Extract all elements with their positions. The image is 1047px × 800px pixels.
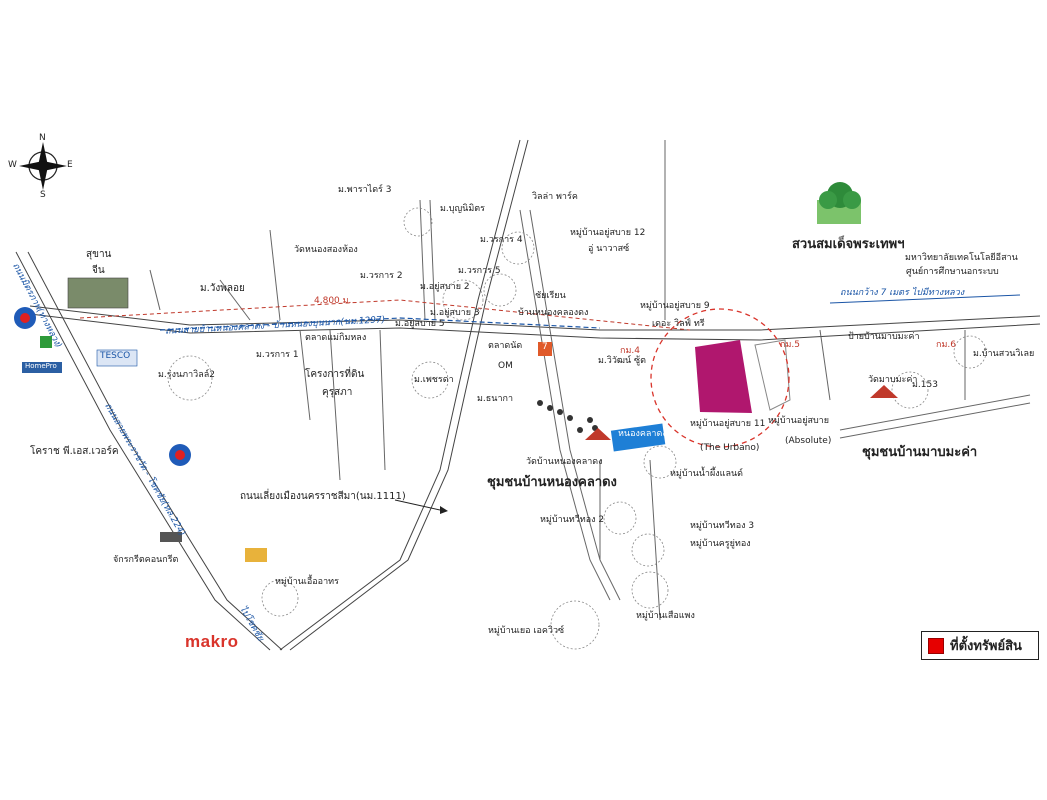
- label-village-thawithong3: หมู่บ้านทวีทอง 3: [690, 521, 755, 531]
- label-chakrakrit: จักรกรีตคอนกรีต: [113, 555, 179, 565]
- label-kurusapha: คุรุสภา: [322, 387, 353, 398]
- label-ban-nongkhaileng: บ้านหนองคลองดง: [518, 308, 589, 318]
- label-wat-mabmakha: วัดมาบมะค่า: [868, 375, 918, 385]
- label-village11: หมู่บ้านอยู่สบาย 11: [690, 419, 766, 429]
- label-community-mab: ชุมชนบ้านมาบมะค่า: [862, 445, 978, 460]
- label-homepro: HomePro: [25, 362, 57, 370]
- village-circles: [167, 207, 987, 650]
- temple-icon: [585, 428, 611, 440]
- label-project-land: โครงการที่ดิน: [305, 369, 365, 380]
- label-m-pharakai3: ม.พาราไดร์ 3: [338, 185, 392, 195]
- label-university2: ศูนย์การศึกษานอกระบบ: [906, 267, 999, 277]
- label-village-yusabaikhao: หมู่บ้านเอื้ออาทร: [275, 577, 339, 587]
- label-km6: กม.6: [936, 340, 956, 350]
- label-wat-nongsongkhong: วัดหนองสองห้อง: [294, 245, 358, 255]
- label-m-worakan1: ม.วรการ 1: [256, 350, 299, 360]
- bypass-arrowhead: [440, 506, 448, 514]
- road-1297-line: [159, 317, 601, 331]
- label-villa-park: วิลล่า พาร์ค: [532, 192, 578, 202]
- label-village-namphueng: หมู่บ้านน้ำผึ้งแลนด์: [670, 469, 743, 479]
- road-right-blue-line: [829, 294, 1021, 304]
- distance-line: [79, 299, 691, 331]
- fuel-station-icon-2: [169, 444, 191, 466]
- label-village9: หมู่บ้านอยู่สบาย 9: [640, 301, 710, 311]
- label-m-worakan5: ม.วรการ 5: [458, 266, 501, 276]
- seven-eleven-icon: [538, 342, 552, 356]
- label-village-phor: หมู่บ้านเยอ เอควิวซ์: [488, 626, 565, 636]
- label-talad-maenang: ตลาดแม่กิมหลง: [305, 333, 367, 343]
- label-m-yusabai2: ม.อยู่สบาย 2: [420, 282, 470, 292]
- temple-icon-2: [870, 385, 898, 398]
- label-m-thanaka: ม.ธนากา: [477, 394, 513, 404]
- label-km5: กม.5: [780, 340, 800, 350]
- label-m-worakan2: ม.วรการ 2: [360, 271, 403, 281]
- label-seven: 7: [542, 342, 548, 352]
- label-village-sueaphaeng: หมู่บ้านเสือแพง: [636, 611, 695, 621]
- secondary-roads: [149, 140, 1031, 621]
- label-absolute: (Absolute): [785, 436, 832, 446]
- label-chonrian: ชัยเรียน: [535, 291, 566, 301]
- label-wat-bannongkhaileng: วัดบ้านหนองคลาดง: [526, 457, 603, 467]
- label-bypass-road: ถนนเลี่ยงเมืองนครราชสีมา(นม.1111): [240, 491, 406, 502]
- legend-box: ที่ตั้งทรัพย์สิน: [921, 631, 1039, 660]
- label-sukhan: สุขาน: [86, 249, 112, 260]
- tree-dots: [537, 400, 598, 433]
- park-tree-icon: [817, 182, 861, 224]
- pond-nongkhaileng: [610, 423, 666, 452]
- fuel-station-icon: [14, 307, 36, 329]
- property-highlight-circle: [650, 308, 790, 448]
- label-road-blue-right: ถนนกว้าง 7 เมตร ไปมีทางหลวง: [840, 288, 965, 298]
- adjacent-parcel: [754, 339, 791, 411]
- label-dist-4800: 4,800 ม.: [314, 296, 352, 306]
- label-university1: มหาวิทยาลัยเทคโนโลยีอีสาน: [905, 253, 1018, 263]
- label-m-bunnimit: ม.บุญนิมิตร: [440, 204, 485, 214]
- label-km4: กม.4: [620, 346, 640, 356]
- label-village12: หมู่บ้านอยู่สบาย 12: [570, 228, 646, 238]
- label-th-view: เดอะ วิลฟ์ ทรี: [652, 319, 705, 329]
- property-parcel: [695, 340, 752, 413]
- compass-icon: [19, 142, 67, 190]
- green-store-icon: [40, 336, 52, 348]
- label-community-nong: ชุมชนบ้านหนองคลาดง: [487, 475, 617, 490]
- label-m-viwat: ม.วิวัฒน์ ซู้ต: [598, 356, 646, 366]
- label-chin: จีน: [92, 265, 105, 276]
- bypass-arrow: [394, 499, 441, 511]
- homepro-icon: [22, 362, 62, 373]
- label-m-yusabai3: ม.อยู่สบาย 3: [430, 308, 480, 318]
- compass-west: W: [8, 160, 17, 170]
- makro-logo: makro: [185, 632, 239, 651]
- label-suan-somdet: สวนสมเด็จพระเทพฯ: [792, 237, 905, 252]
- label-taladnat: ตลาดนัด: [488, 341, 523, 351]
- label-korat-ps: โคราช พี.เอส.เวอร์ค: [30, 446, 119, 457]
- label-m-yusabai5: ม.อยู่สบาย 5: [395, 319, 445, 329]
- label-village-thawithong2: หมู่บ้านทวีทอง 2: [540, 515, 605, 525]
- label-m-banswanwila: ม.บ้านสวนวิเลย: [973, 349, 1035, 359]
- label-u-nawas: อู่ นาวาสซ์: [588, 244, 630, 254]
- label-m-phetcharat: ม.เพชรดา: [414, 375, 454, 385]
- factory-icon: [160, 532, 182, 542]
- label-m-rungkanwela2: ม.รุ่งนภาวิลล์2: [158, 370, 215, 380]
- label-village-chaiyathong: หมู่บ้านครูยู่ทอง: [690, 539, 751, 549]
- label-the-urbano: (The Urbano): [700, 443, 760, 453]
- label-om: OM: [498, 361, 513, 371]
- legend-swatch: [928, 637, 944, 654]
- compass-south: S: [40, 190, 46, 200]
- label-wangphlo: ม.วังพลอย: [200, 283, 245, 294]
- label-m-153: ม.153: [912, 380, 938, 390]
- label-bus-stop: ป้ายบ้านมาบมะค่า: [848, 332, 920, 342]
- brand-logo-icon: [245, 548, 267, 562]
- label-tesco: TESCO: [100, 351, 131, 361]
- compass-east: E: [67, 160, 73, 170]
- photo-building: [67, 277, 129, 309]
- tesco-icon: [96, 349, 138, 367]
- label-village-absolute: หมู่บ้านอยู่สบาย: [768, 416, 829, 426]
- legend-label: ที่ตั้งทรัพย์สิน: [950, 639, 1022, 654]
- compass-north: N: [39, 133, 46, 143]
- label-m-worakan4: ม.วรการ 4: [480, 235, 523, 245]
- label-nong-pond: หนองคลาดง: [618, 429, 667, 439]
